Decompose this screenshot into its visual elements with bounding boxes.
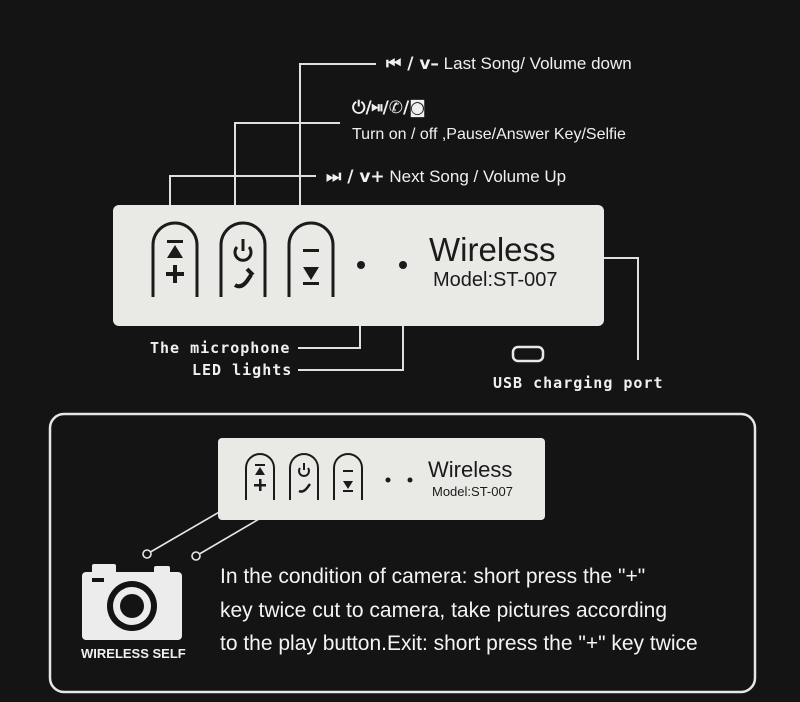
instruction-line-2: key twice cut to camera, take pictures a… — [220, 599, 668, 622]
label-microphone: The microphone — [150, 339, 291, 357]
prev-volume-down-icon: ⏮ / v– — [386, 54, 439, 74]
small-button-prev — [333, 453, 363, 500]
small-button-power — [289, 453, 319, 500]
led-light — [399, 261, 407, 269]
leader-led — [298, 326, 404, 371]
instruction-frame — [48, 412, 757, 694]
callout-power-text: Turn on / off ,Pause/Answer Key/Selfie — [352, 126, 626, 143]
next-volume-up-icon: ⏭ / v+ — [326, 167, 385, 187]
device-panel: Wireless Model:ST-007 — [113, 205, 604, 326]
microphone-hole — [357, 261, 365, 269]
button-power-play[interactable] — [219, 221, 267, 297]
device-buttons — [151, 221, 407, 297]
small-device-brand: Wireless — [428, 457, 513, 482]
leader-dot-2 — [191, 551, 201, 561]
label-led: LED lights — [192, 361, 293, 379]
power-play-answer-selfie-icon: ⏻/⏯/✆/◙ — [352, 98, 426, 118]
leader-prev — [299, 63, 376, 205]
leader-power — [234, 122, 340, 205]
next-plus-icon — [166, 240, 184, 283]
callout-next: ⏭ / v+ Next Song / Volume Up — [326, 167, 566, 187]
leader-next — [169, 175, 316, 205]
small-minus-prev-icon — [343, 470, 353, 492]
camera-icon — [82, 564, 182, 640]
small-led-light — [407, 477, 413, 483]
button-prev-vol-down[interactable] — [287, 221, 335, 297]
instruction-line-1: In the condition of camera: short press … — [220, 565, 646, 588]
label-usb: USB charging port — [493, 374, 664, 392]
small-next-plus-icon — [254, 464, 266, 491]
small-power-phone-icon — [298, 463, 311, 493]
usb-port-icon — [511, 345, 545, 363]
small-device-model: Model:ST-007 — [432, 484, 513, 499]
device-brand: Wireless — [429, 231, 556, 268]
power-phone-icon — [233, 239, 255, 289]
small-device-panel: Wireless Model:ST-007 — [218, 438, 545, 520]
small-microphone-hole — [385, 477, 391, 483]
callout-prev: ⏮ / v– Last Song/ Volume down — [386, 54, 632, 74]
callout-power-icons: ⏻/⏯/✆/◙ — [352, 98, 426, 118]
callout-next-text: Next Song / Volume Up — [389, 167, 567, 186]
minus-prev-icon — [303, 249, 319, 285]
leader-dot-1 — [142, 549, 152, 559]
instruction-line-3: to the play button.Exit: short press the… — [220, 632, 698, 655]
button-next-vol-up[interactable] — [151, 221, 199, 297]
leader-microphone — [298, 326, 361, 349]
small-button-next — [245, 453, 275, 500]
camera-label: WIRELESS SELF — [81, 646, 186, 661]
leader-usb — [604, 257, 639, 360]
callout-prev-text: Last Song/ Volume down — [443, 54, 632, 73]
small-device-buttons — [245, 453, 413, 500]
device-model: Model:ST-007 — [433, 269, 558, 291]
